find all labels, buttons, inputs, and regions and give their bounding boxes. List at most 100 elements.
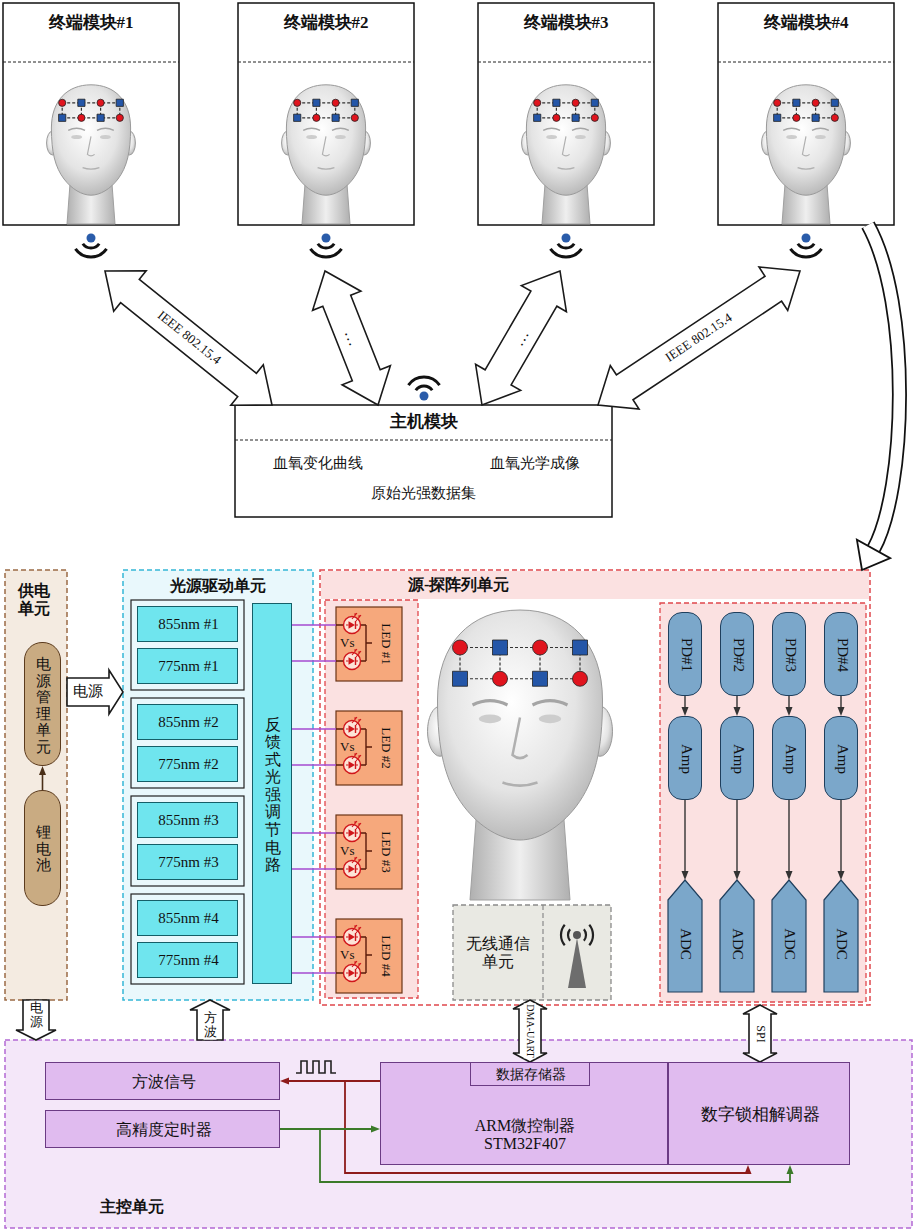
connector xyxy=(292,661,336,662)
connector-line xyxy=(788,696,789,707)
connector xyxy=(743,1005,777,1062)
text-holder: 主控单元 xyxy=(100,1198,164,1216)
label-text: ADC xyxy=(728,928,745,960)
adc-block: ADC xyxy=(668,880,702,992)
control-panel-ground xyxy=(5,1040,912,1228)
label-text: Vs xyxy=(340,948,354,963)
text-holder: 855nm #2 xyxy=(158,714,218,731)
edge-label: DMA-UART xyxy=(524,1003,536,1058)
head-illustration xyxy=(47,85,851,224)
label-text: Amp xyxy=(677,744,694,774)
text-holder: PD#2 xyxy=(729,638,746,672)
array-panel-ground xyxy=(321,571,869,599)
head-illustration xyxy=(47,85,136,224)
led-board xyxy=(336,711,402,785)
curved-arrow-fill xyxy=(868,225,899,549)
connector xyxy=(292,869,336,870)
text-holder: 锂电池 xyxy=(36,824,51,874)
led-board xyxy=(336,607,402,993)
led-block: Vs LED #4 xyxy=(336,919,402,993)
memory-block: 数据存储器 xyxy=(470,1062,590,1086)
timer-block: 高精度定时器 xyxy=(45,1110,280,1148)
text-holder: 775nm #3 xyxy=(158,854,218,871)
label-text: Vs xyxy=(340,740,354,755)
text-holder: Amp xyxy=(729,744,746,774)
amplifier-block: Amp xyxy=(668,716,702,800)
label-holder: SPI xyxy=(753,1024,767,1043)
wavelength-channel: 855nm #1 xyxy=(137,606,238,642)
wavelength-channel: 855nm #3 xyxy=(137,802,238,838)
connector-line xyxy=(292,728,336,730)
connector-line xyxy=(684,696,685,707)
label-text: 855nm #1 xyxy=(158,616,218,633)
label-text: 高精度定时器 xyxy=(116,1121,212,1139)
label-text: 方波信号 xyxy=(132,1073,196,1091)
text-holder: 855nm #4 xyxy=(158,910,218,927)
label-holder: IEEE 802.15.4 xyxy=(153,307,224,368)
host-frame xyxy=(235,440,612,441)
label-text: Vs xyxy=(340,844,354,859)
connector xyxy=(513,1000,547,1062)
arrow-head xyxy=(838,871,845,880)
connector-line xyxy=(292,972,336,974)
adc-shape xyxy=(668,880,702,992)
led-board xyxy=(336,961,366,982)
text-holder: 775nm #1 xyxy=(158,658,218,675)
connector-line xyxy=(292,624,336,626)
connector xyxy=(734,800,741,880)
edge-label: 电源 xyxy=(30,1001,43,1030)
array-panel-ground xyxy=(325,600,418,998)
heading-text: 源-探阵列单元 xyxy=(408,576,509,594)
text-holder: 855nm #3 xyxy=(158,812,218,829)
text-holder: Vs xyxy=(340,740,354,755)
driver-panel-ground xyxy=(123,570,313,1000)
power-management-block: 电源管理单元 xyxy=(24,642,61,766)
label-text: LED #4 xyxy=(379,935,394,977)
arrow-head xyxy=(39,766,46,775)
label-text: PD#2 xyxy=(729,638,746,672)
wireless-icon xyxy=(408,377,439,400)
label-text: Amp xyxy=(833,744,850,774)
adc-shape xyxy=(772,880,806,992)
light-driver-panel: 光源驱动单元855nm #1775nm #1855nm #2775nm #285… xyxy=(123,570,313,1000)
connector-line xyxy=(736,800,737,871)
text-holder: 终端模块#2 xyxy=(284,13,369,33)
amplifier-block: Amp xyxy=(720,716,754,800)
text-holder: 主机模块 xyxy=(390,412,458,432)
terminal-module: 终端模块#4 xyxy=(718,3,894,225)
curved-arrow-head xyxy=(857,540,890,570)
terminal-module: 终端模块#2 xyxy=(238,3,414,225)
arrow-head xyxy=(682,707,689,716)
connector xyxy=(838,696,845,716)
array-panel-ground xyxy=(320,570,870,1005)
wavelength-channel: 855nm #4 xyxy=(137,900,238,936)
label-text: LED #1 xyxy=(379,623,394,665)
block-arrow xyxy=(598,267,800,409)
connector-line xyxy=(42,775,44,790)
label-text: PD#1 xyxy=(677,638,694,672)
label-text: 反馈式光强调节电路 xyxy=(265,715,281,873)
led-board xyxy=(336,821,366,842)
text-holder: LED #1 xyxy=(379,623,394,665)
heading-text: 终端模块#4 xyxy=(764,13,849,33)
photodiode-block: PD#2 xyxy=(720,612,754,696)
text-holder: Amp xyxy=(781,744,798,774)
arrow-head xyxy=(734,871,741,880)
text-holder: 电源管理单元 xyxy=(36,656,51,755)
arrow-head xyxy=(371,1126,380,1133)
heading-text: 主控单元 xyxy=(100,1198,164,1216)
label-text: Vs xyxy=(340,636,354,651)
wireless-unit-ground xyxy=(453,905,611,1000)
label-text: ARM微控制器 STM32F407 xyxy=(450,1117,600,1154)
heading-text: 主机模块 xyxy=(390,412,458,432)
text-holder: 数字锁相解调器 xyxy=(701,1105,820,1125)
head-illustration xyxy=(522,85,611,224)
arrow-head xyxy=(786,707,793,716)
label-text: LED #2 xyxy=(379,727,394,769)
block-arrow xyxy=(16,1000,56,1040)
connector xyxy=(734,696,741,716)
block-arrow xyxy=(190,1000,230,1040)
text-holder: 775nm #2 xyxy=(158,756,218,773)
connector xyxy=(682,800,689,880)
